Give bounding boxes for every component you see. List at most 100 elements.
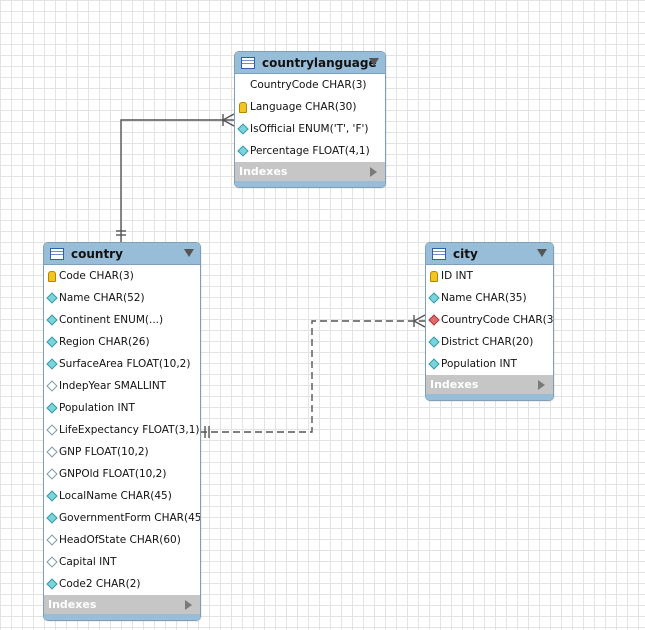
column-row[interactable]: Code2 CHAR(2) [44, 573, 200, 595]
column-label: Continent ENUM(...) [59, 314, 164, 326]
column-row[interactable]: Capital INT [44, 551, 200, 573]
collapse-arrow-icon[interactable] [184, 249, 194, 257]
column-diamond-icon [46, 336, 58, 348]
table-country[interactable]: country Code CHAR(3) Name CHAR(52) Conti… [43, 242, 201, 621]
nullable-column-icon [46, 534, 58, 546]
column-label: GNPOld FLOAT(10,2) [59, 468, 167, 480]
column-row[interactable]: LocalName CHAR(45) [44, 485, 200, 507]
table-icon [241, 56, 255, 69]
relationship-country-city[interactable] [200, 314, 426, 438]
column-row[interactable]: Language CHAR(30) [235, 96, 385, 118]
column-label: GNP FLOAT(10,2) [59, 446, 149, 458]
column-row[interactable]: HeadOfState CHAR(60) [44, 529, 200, 551]
column-row[interactable]: ID INT [426, 265, 553, 287]
column-label: Language CHAR(30) [250, 101, 357, 113]
column-row[interactable]: CountryCode CHAR(3) [235, 74, 385, 96]
table-footer [44, 614, 200, 620]
column-row[interactable]: GovernmentForm CHAR(45) [44, 507, 200, 529]
column-row[interactable]: SurfaceArea FLOAT(10,2) [44, 353, 200, 375]
column-label: Code CHAR(3) [59, 270, 134, 282]
table-city[interactable]: city ID INT Name CHAR(35) CountryCode CH… [425, 242, 554, 401]
column-label: LocalName CHAR(45) [59, 490, 172, 502]
column-row[interactable]: IsOfficial ENUM('T', 'F') [235, 118, 385, 140]
indexes-label: Indexes [48, 598, 97, 611]
expand-arrow-icon[interactable] [538, 380, 545, 390]
column-diamond-icon [237, 145, 249, 157]
table-title: country [71, 246, 123, 261]
collapse-arrow-icon[interactable] [537, 249, 547, 257]
primary-key-icon [238, 101, 248, 113]
column-diamond-icon [46, 490, 58, 502]
column-row[interactable]: IndepYear SMALLINT [44, 375, 200, 397]
expand-arrow-icon[interactable] [370, 167, 377, 177]
column-row[interactable]: Code CHAR(3) [44, 265, 200, 287]
column-row[interactable]: GNPOld FLOAT(10,2) [44, 463, 200, 485]
indexes-section[interactable]: Indexes [235, 162, 385, 181]
column-diamond-icon [428, 292, 440, 304]
column-label: CountryCode CHAR(3) [441, 314, 554, 326]
column-row[interactable]: CountryCode CHAR(3) [426, 309, 553, 331]
nullable-column-icon [46, 556, 58, 568]
column-diamond-icon [428, 336, 440, 348]
indexes-label: Indexes [430, 378, 479, 391]
column-label: Population INT [59, 402, 135, 414]
table-footer [235, 181, 385, 187]
column-label: IsOfficial ENUM('T', 'F') [250, 123, 369, 135]
relationship-country-countrylanguage[interactable] [116, 113, 235, 242]
column-row[interactable]: Name CHAR(52) [44, 287, 200, 309]
collapse-arrow-icon[interactable] [369, 58, 379, 66]
indexes-label: Indexes [239, 165, 288, 178]
nullable-column-icon [46, 380, 58, 392]
table-header[interactable]: countrylanguage [235, 52, 385, 74]
column-label: Name CHAR(35) [441, 292, 527, 304]
column-diamond-icon [46, 292, 58, 304]
column-diamond-icon [46, 314, 58, 326]
column-label: Percentage FLOAT(4,1) [250, 145, 370, 157]
column-label: CountryCode CHAR(3) [250, 79, 367, 91]
primary-key-icon [429, 270, 439, 282]
column-label: Population INT [441, 358, 517, 370]
column-list: ID INT Name CHAR(35) CountryCode CHAR(3)… [426, 265, 553, 375]
column-diamond-icon [46, 578, 58, 590]
column-label: Region CHAR(26) [59, 336, 150, 348]
column-row[interactable]: Name CHAR(35) [426, 287, 553, 309]
column-row[interactable]: Population INT [426, 353, 553, 375]
nullable-column-icon [46, 424, 58, 436]
column-label: Code2 CHAR(2) [59, 578, 141, 590]
indexes-section[interactable]: Indexes [426, 375, 553, 394]
foreign-key-icon [428, 314, 440, 326]
no-icon [238, 80, 248, 90]
table-header[interactable]: city [426, 243, 553, 265]
column-row[interactable]: District CHAR(20) [426, 331, 553, 353]
column-diamond-icon [428, 358, 440, 370]
table-title: countrylanguage [262, 55, 377, 70]
column-diamond-icon [46, 402, 58, 414]
expand-arrow-icon[interactable] [185, 600, 192, 610]
column-row[interactable]: Region CHAR(26) [44, 331, 200, 353]
table-title: city [453, 246, 478, 261]
column-list: Code CHAR(3) Name CHAR(52) Continent ENU… [44, 265, 200, 595]
table-icon [50, 247, 64, 260]
column-label: District CHAR(20) [441, 336, 534, 348]
column-diamond-icon [46, 512, 58, 524]
column-row[interactable]: LifeExpectancy FLOAT(3,1) [44, 419, 200, 441]
column-label: Name CHAR(52) [59, 292, 145, 304]
column-diamond-icon [46, 358, 58, 370]
column-list: CountryCode CHAR(3) Language CHAR(30) Is… [235, 74, 385, 162]
column-diamond-icon [237, 123, 249, 135]
indexes-section[interactable]: Indexes [44, 595, 200, 614]
column-label: Capital INT [59, 556, 117, 568]
column-label: IndepYear SMALLINT [59, 380, 167, 392]
column-label: HeadOfState CHAR(60) [59, 534, 181, 546]
table-footer [426, 394, 553, 400]
column-row[interactable]: Percentage FLOAT(4,1) [235, 140, 385, 162]
table-icon [432, 247, 446, 260]
column-row[interactable]: GNP FLOAT(10,2) [44, 441, 200, 463]
table-header[interactable]: country [44, 243, 200, 265]
nullable-column-icon [46, 446, 58, 458]
nullable-column-icon [46, 468, 58, 480]
table-countrylanguage[interactable]: countrylanguage CountryCode CHAR(3) Lang… [234, 51, 386, 188]
column-row[interactable]: Population INT [44, 397, 200, 419]
column-row[interactable]: Continent ENUM(...) [44, 309, 200, 331]
